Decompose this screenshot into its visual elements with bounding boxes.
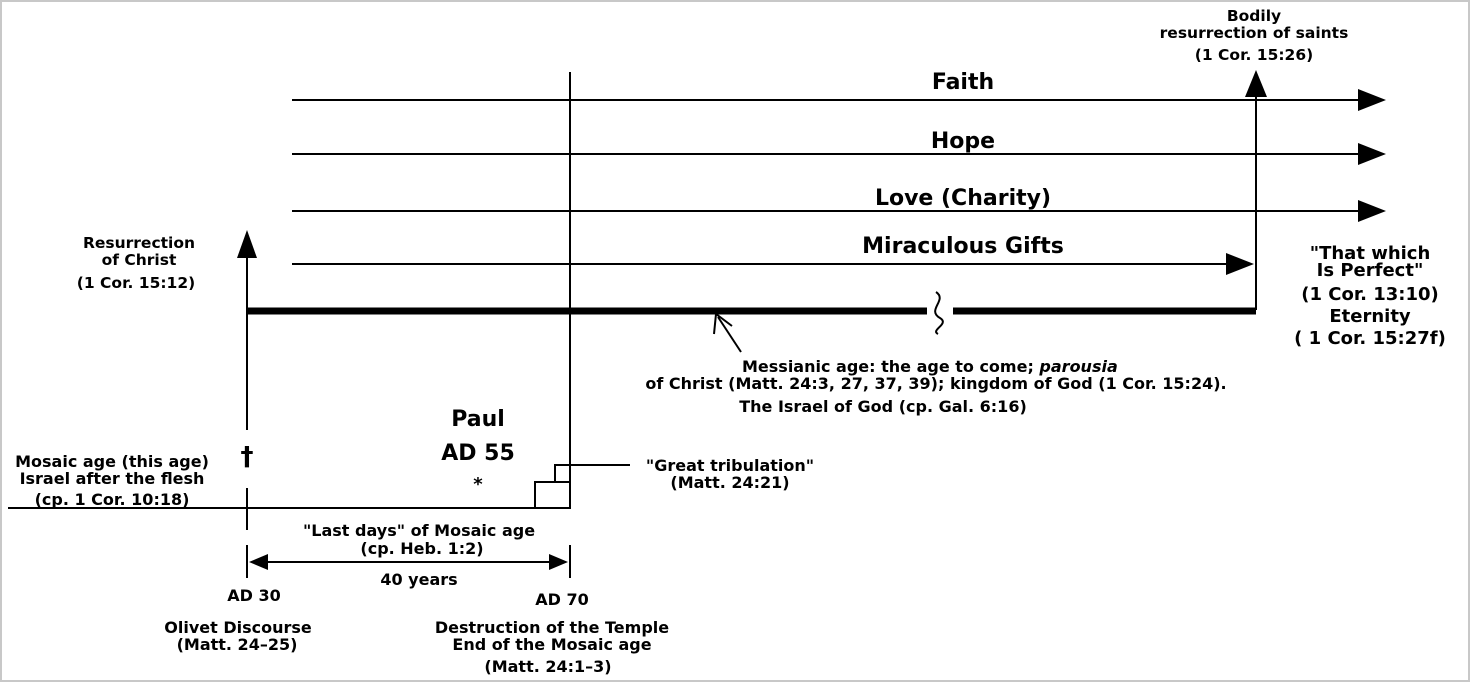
- paul-label: Paul: [451, 407, 505, 432]
- end-mosaic-label: End of the Mosaic age: [452, 635, 651, 654]
- hope-label: Hope: [931, 129, 995, 154]
- perfect-label-3: (1 Cor. 13:10): [1301, 284, 1439, 305]
- bodily-label-1: Bodily: [1227, 7, 1281, 25]
- love-label: Love (Charity): [875, 186, 1051, 211]
- tribulation-label-2: (Matt. 24:21): [670, 473, 789, 492]
- resurrection-label-1: Resurrection: [83, 234, 195, 252]
- mosaic-label-2: Israel after the flesh: [20, 469, 205, 488]
- bodily-label-2: resurrection of saints: [1160, 24, 1349, 42]
- messianic-age-bar: [248, 291, 1256, 335]
- forty-years-span-arrow: [246, 545, 571, 578]
- hope-arrow: [292, 143, 1386, 165]
- perfect-label-1: "That which: [1310, 243, 1431, 264]
- last-days-ref: (cp. Heb. 1:2): [360, 539, 483, 558]
- messianic-pointer-arrow: [713, 312, 742, 353]
- parousia-text: parousia: [1038, 357, 1117, 376]
- paul-date-label: AD 55: [441, 441, 515, 466]
- mosaic-label-1: Mosaic age (this age): [15, 452, 209, 471]
- messianic-label-1: Messianic age: the age to come; parousia: [742, 357, 1118, 376]
- last-days-label: "Last days" of Mosaic age: [303, 521, 535, 540]
- love-arrow: [292, 200, 1386, 222]
- olivet-label: Olivet Discourse: [164, 618, 312, 637]
- tribulation-label-1: "Great tribulation": [646, 456, 814, 475]
- perfect-label-5: ( 1 Cor. 15:27f): [1294, 328, 1446, 349]
- ad70-label: AD 70: [535, 590, 589, 609]
- ad70-ref: (Matt. 24:1–3): [484, 657, 611, 676]
- olivet-ref: (Matt. 24–25): [177, 635, 298, 654]
- miraculous-gifts-label: Miraculous Gifts: [862, 234, 1064, 259]
- resurrection-arrow: [237, 230, 257, 430]
- destruction-label: Destruction of the Temple: [435, 618, 669, 637]
- faith-label: Faith: [932, 70, 994, 95]
- israel-of-god-label: The Israel of God (cp. Gal. 6:16): [739, 397, 1027, 416]
- miraculous-gifts-arrow: [292, 253, 1254, 275]
- asterisk-mark: *: [473, 474, 483, 495]
- messianic-label-2: of Christ (Matt. 24:3, 27, 37, 39); king…: [645, 374, 1226, 393]
- messianic-text: Messianic age: the age to come;: [742, 357, 1039, 376]
- resurrection-label-2: of Christ: [102, 251, 177, 269]
- resurrection-label-3: (1 Cor. 15:12): [77, 274, 195, 292]
- ad30-label: AD 30: [227, 586, 281, 605]
- faith-arrow: [292, 89, 1386, 111]
- bodily-resurrection-arrow: [1245, 70, 1267, 310]
- mosaic-label-3: (cp. 1 Cor. 10:18): [35, 490, 190, 509]
- forty-years-label: 40 years: [380, 570, 457, 589]
- bodily-label-3: (1 Cor. 15:26): [1195, 46, 1313, 64]
- eternity-label: Eternity: [1329, 306, 1411, 327]
- tribulation-steps: [534, 464, 630, 508]
- cross-icon: †: [241, 442, 254, 472]
- perfect-label-2: Is Perfect": [1317, 260, 1424, 281]
